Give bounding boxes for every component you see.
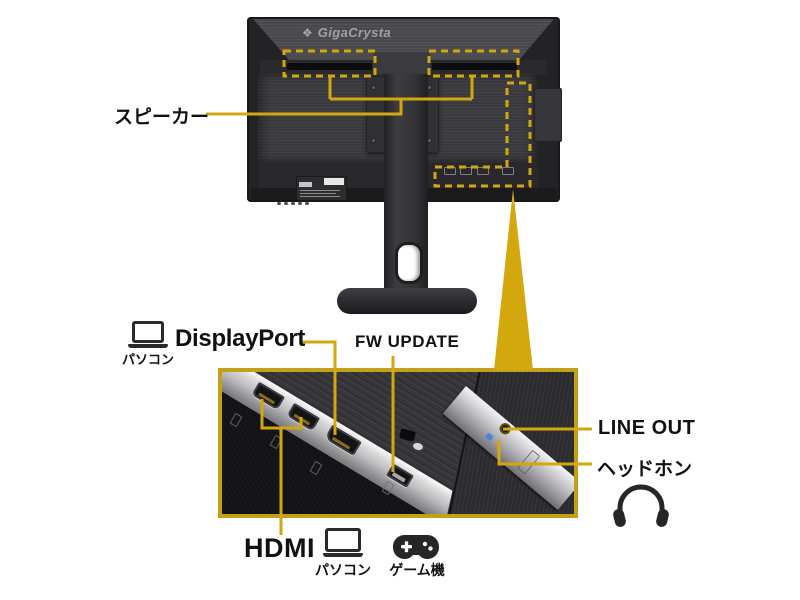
brand-logo: ❖ GigaCrysta — [302, 25, 391, 40]
vesa-screw — [370, 84, 377, 91]
side-connector-cover — [534, 88, 562, 142]
gigacrysta-diamond-icon: ❖ — [302, 25, 313, 40]
pc-caption: パソコン — [121, 352, 174, 367]
port-print-icon — [444, 167, 456, 175]
sticker-line — [300, 193, 336, 194]
sticker-line — [300, 196, 340, 197]
osd-button — [277, 202, 281, 205]
osd-button — [284, 202, 288, 205]
osd-button — [305, 202, 309, 205]
port-contacts — [258, 392, 276, 405]
zoom-wedge-arrow — [494, 189, 533, 370]
ports-closeup-panel — [218, 368, 578, 518]
port-print-icon — [460, 167, 472, 175]
fw-update-label: FW UPDATE — [355, 332, 460, 351]
speaker-slot-right — [432, 63, 517, 70]
speaker-slot-left — [287, 63, 372, 70]
pc-caption: パソコン — [315, 562, 371, 578]
headphone-jack — [484, 432, 494, 442]
headphone-label: ヘッドホン — [597, 459, 693, 480]
vesa-screw — [426, 137, 433, 144]
displayport-label: DisplayPort — [175, 325, 306, 352]
osd-button — [298, 202, 302, 205]
audio-print-label — [517, 449, 541, 475]
hinge-cover — [373, 52, 430, 75]
rating-label-sticker — [296, 176, 347, 201]
cable-management-hole — [395, 242, 423, 284]
port-contacts — [391, 471, 407, 483]
port-print-icon — [477, 167, 489, 175]
console-caption: ゲーム機 — [389, 562, 445, 578]
line-out-jack — [497, 420, 513, 437]
sticker-block — [324, 178, 344, 185]
laptop-icon — [126, 321, 170, 348]
speaker-label: スピーカー — [114, 107, 210, 128]
vesa-screw — [370, 137, 377, 144]
monitor-stand-base — [337, 288, 477, 314]
brand-logo-text: GigaCrysta — [317, 25, 392, 40]
port-contacts — [293, 413, 311, 426]
sticker-line — [300, 190, 340, 191]
headphones-icon — [613, 484, 669, 527]
port-contacts — [331, 436, 351, 450]
gamepad-icon — [393, 535, 439, 559]
sticker-block — [299, 182, 312, 187]
hdmi-label: HDMI — [244, 533, 315, 563]
port-print-icon — [502, 167, 514, 175]
osd-button — [291, 202, 295, 205]
laptop-icon — [321, 528, 365, 557]
line-out-label: LINE OUT — [598, 417, 696, 439]
